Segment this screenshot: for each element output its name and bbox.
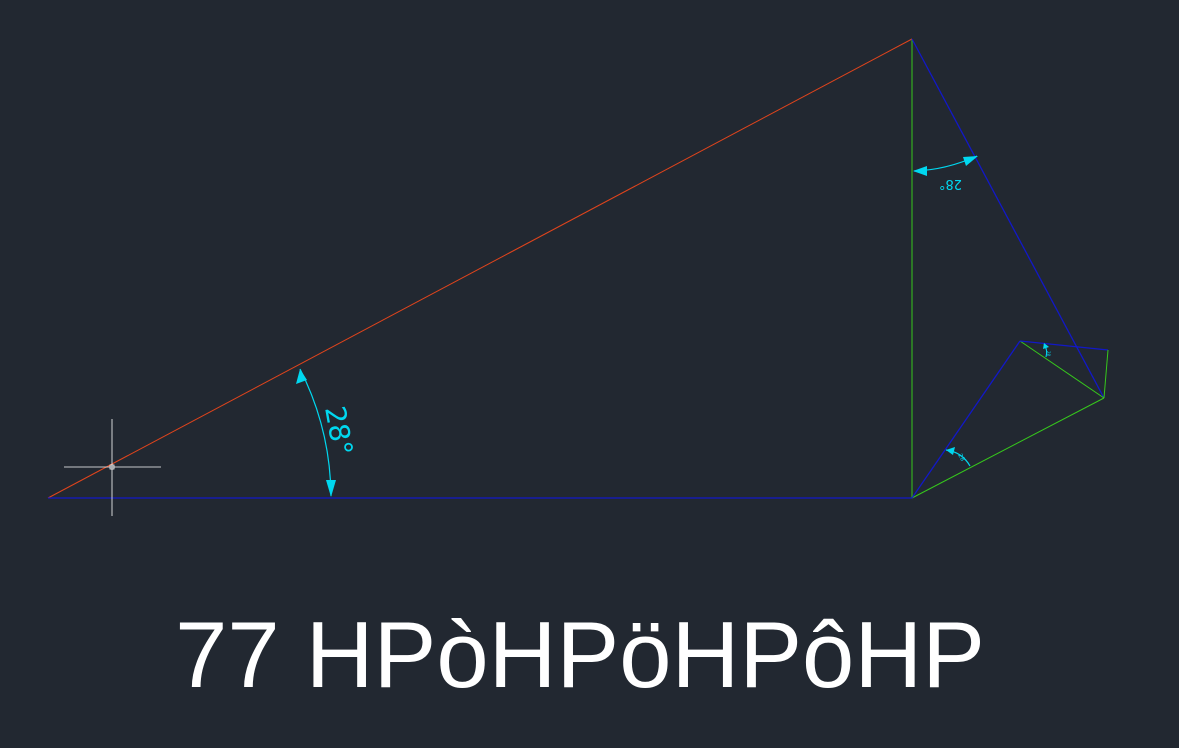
hypotenuse-line[interactable] (47, 38, 913, 499)
caption-text: 77 HPòHPöHPôHP (175, 602, 985, 707)
small-lower-angle-dimension[interactable]: 28 (945, 447, 971, 467)
upper-slant-line[interactable] (911, 38, 1105, 399)
upper-angle-arrow-left (913, 166, 927, 176)
small-top-line[interactable] (1019, 340, 1109, 351)
upper-angle-label: 28° (939, 176, 962, 191)
small-right-line[interactable] (1103, 349, 1109, 399)
main-angle-dimension[interactable]: 28° (296, 368, 359, 497)
inner-blue-line[interactable] (911, 340, 1021, 499)
main-angle-arrow-bottom (326, 480, 336, 497)
crosshair-cursor (64, 419, 161, 516)
small-upper-angle-arrow (1043, 343, 1049, 349)
small-upper-angle-dimension[interactable]: 28 (1043, 343, 1051, 358)
inner-green-line[interactable] (1019, 340, 1105, 399)
upper-angle-arrow-right (963, 156, 978, 166)
main-angle-arrow-top (296, 369, 307, 384)
upper-angle-dimension[interactable]: 28° (913, 155, 978, 191)
small-lower-angle-arrow (946, 447, 955, 455)
lower-slant-line[interactable] (911, 397, 1105, 499)
small-lower-angle-label: 28 (956, 453, 966, 463)
small-upper-angle-label: 28 (1046, 351, 1051, 357)
main-angle-label: 28° (318, 403, 359, 458)
crosshair-pickbox (109, 464, 115, 470)
